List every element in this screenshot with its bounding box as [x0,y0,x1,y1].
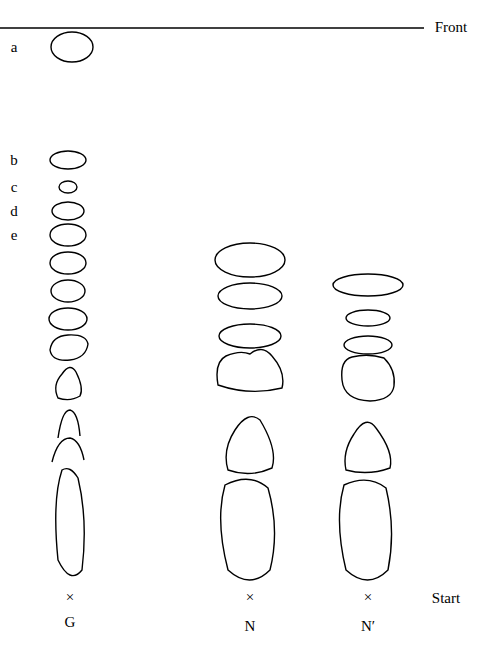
spot-letter: b [10,153,18,168]
lane-n-prime-spots [333,274,403,580]
front-label: Front [435,20,468,35]
spot-letter: d [10,204,18,219]
start-mark: × [364,590,372,605]
solvent-front-line [0,27,424,28]
lane-label: G [65,615,76,630]
start-label: Start [432,591,460,606]
start-mark: × [66,590,74,605]
lane-label: N [245,619,256,634]
start-mark: × [246,590,254,605]
spot-letter: c [11,180,18,195]
spot-letter: a [11,40,18,55]
spot-letter: e [11,228,18,243]
lane-label: N′ [361,619,375,634]
lane-n-spots [215,243,285,580]
lane-g-spots [49,32,93,576]
